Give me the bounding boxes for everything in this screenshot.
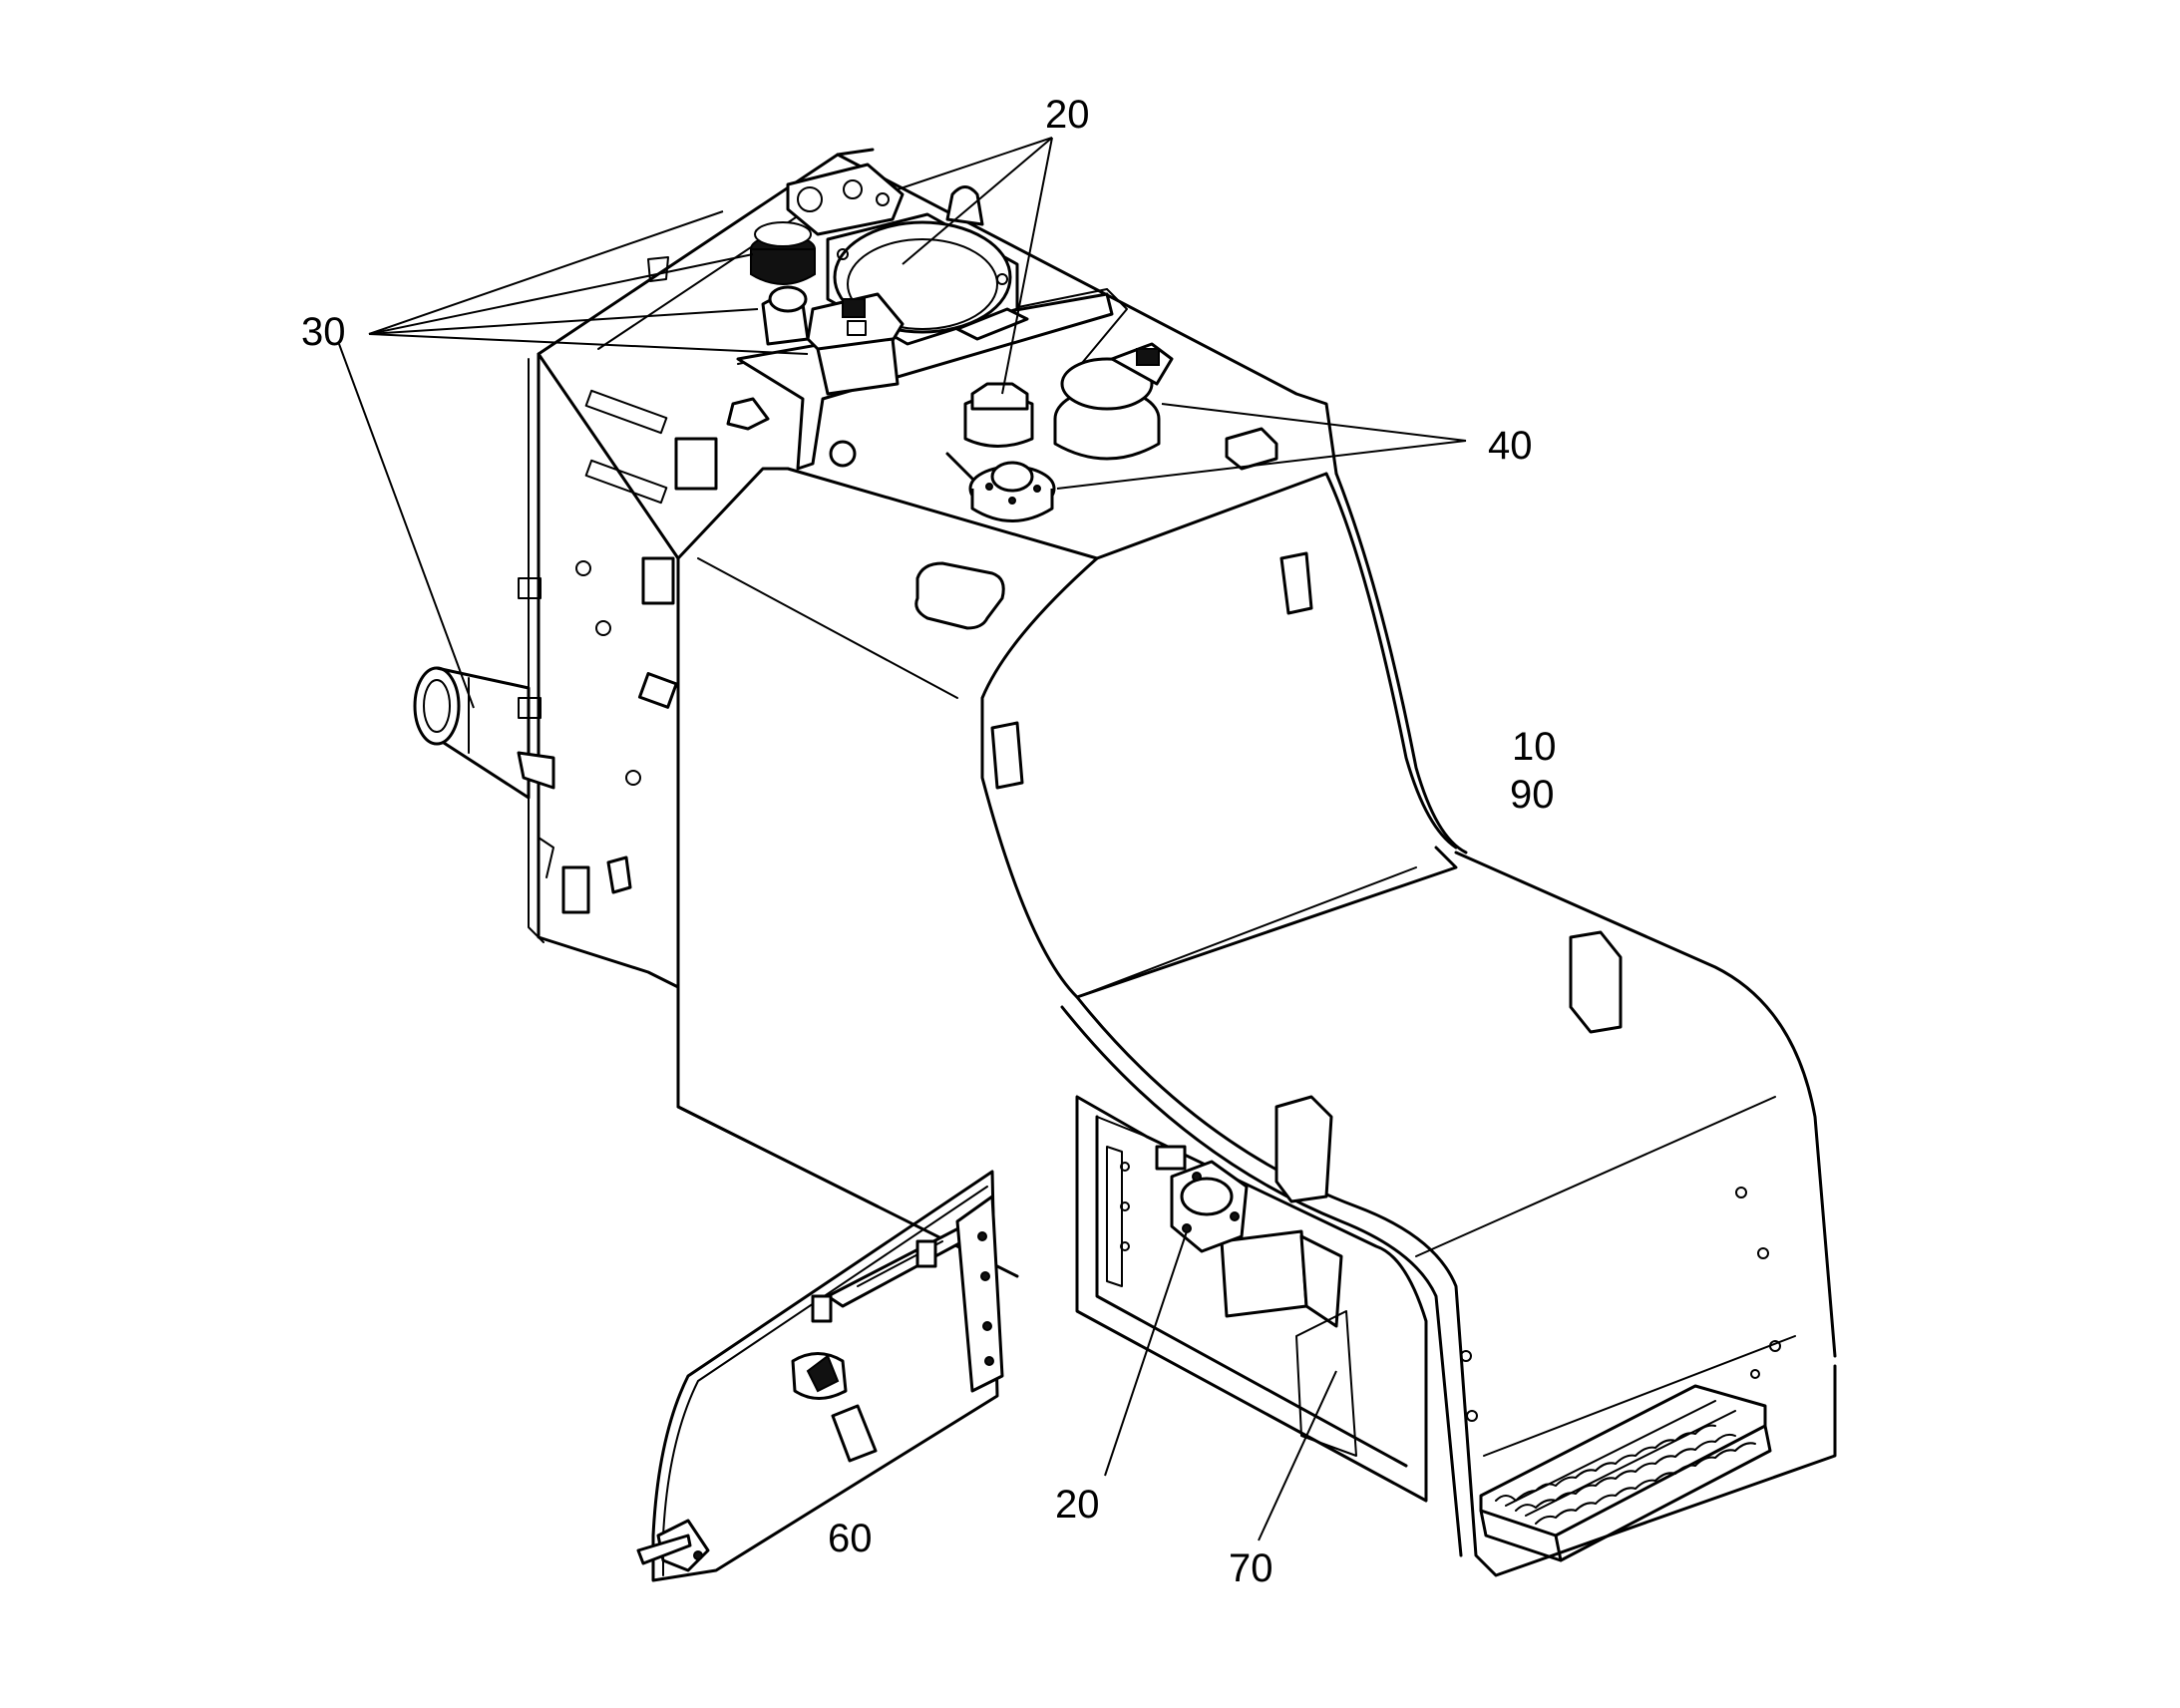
access-door bbox=[636, 1170, 1004, 1582]
door-handle bbox=[791, 1352, 848, 1400]
callout-20-top: 20 bbox=[1045, 93, 1090, 137]
sender-unit bbox=[1053, 342, 1174, 461]
hex-plug bbox=[963, 382, 1034, 448]
vent-flange bbox=[786, 163, 905, 236]
door-latch bbox=[636, 1519, 710, 1572]
callout-70: 70 bbox=[1229, 1546, 1273, 1590]
callout-labels: 20 30 40 10 90 60 20 70 bbox=[301, 93, 1557, 1590]
fuel-pump bbox=[1155, 1145, 1249, 1253]
service-opening bbox=[1075, 1095, 1428, 1503]
temperature-gauge bbox=[945, 452, 1056, 522]
knurled-cap bbox=[750, 221, 816, 285]
level-sensor bbox=[761, 285, 810, 346]
callout-60: 60 bbox=[828, 1517, 873, 1560]
step-tread bbox=[1479, 1384, 1772, 1562]
rear-side-panel bbox=[518, 352, 718, 989]
filter-module bbox=[806, 292, 905, 396]
exhaust-pipe bbox=[413, 666, 555, 800]
lifting-eye bbox=[945, 185, 984, 226]
tank-body bbox=[676, 467, 1837, 1577]
leader-lines bbox=[338, 137, 1467, 1541]
callout-20-bottom: 20 bbox=[1055, 1483, 1100, 1527]
fittings-40 bbox=[945, 342, 1278, 522]
callout-30: 30 bbox=[301, 310, 346, 354]
callout-90: 90 bbox=[1510, 773, 1555, 817]
top-cover bbox=[537, 148, 1338, 476]
callout-10: 10 bbox=[1512, 725, 1557, 769]
callout-40: 40 bbox=[1488, 424, 1533, 468]
